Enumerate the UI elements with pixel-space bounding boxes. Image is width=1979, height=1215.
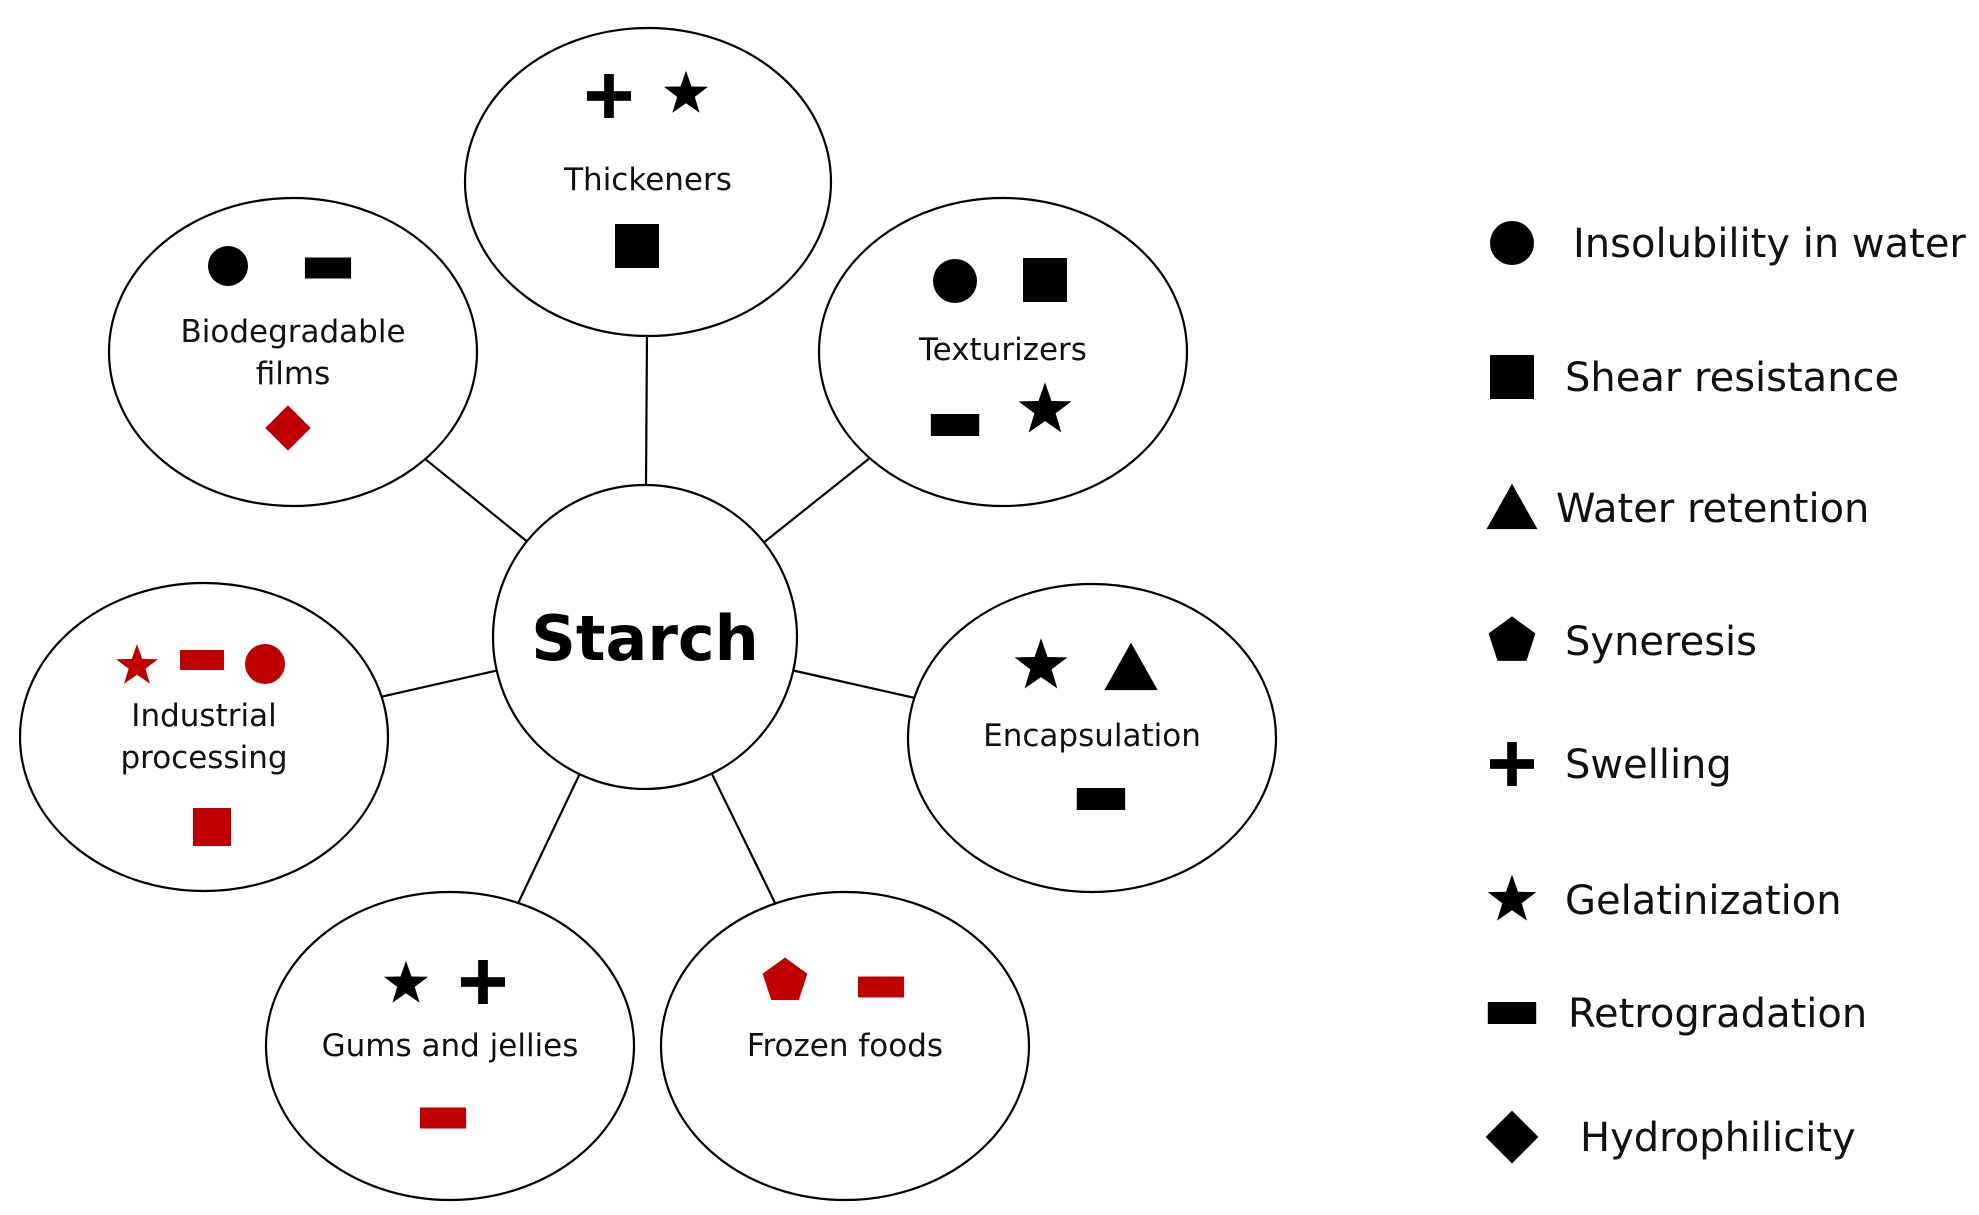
- legend-label: Hydrophilicity: [1580, 1115, 1856, 1161]
- node-bubble: [906, 582, 1278, 894]
- node-industrial-processing: Industrial processing: [18, 581, 390, 893]
- node-bubble: [659, 890, 1031, 1202]
- center-circle: [491, 483, 799, 791]
- connector-lines: [381, 335, 915, 904]
- node-bubble: [264, 890, 636, 1202]
- star-icon: [1018, 382, 1072, 433]
- circle-icon: [208, 246, 248, 286]
- triangle-icon: [1486, 483, 1538, 530]
- plus-icon: [587, 74, 631, 118]
- application-nodes: ThickenersTexturizersEncapsulationFrozen…: [18, 26, 1278, 1202]
- square-icon: [1490, 355, 1534, 399]
- legend-label: Water retention: [1556, 486, 1869, 532]
- circle-icon: [245, 644, 285, 684]
- rectangle-icon: [930, 414, 980, 436]
- node-bubble: [817, 196, 1189, 508]
- legend-label: Retrogradation: [1568, 991, 1867, 1037]
- triangle-icon: [1104, 642, 1158, 691]
- legend-label: Swelling: [1565, 742, 1732, 788]
- legend-item-star: Gelatinization: [1487, 874, 1842, 924]
- star-icon: [1487, 874, 1537, 921]
- circle-icon: [1490, 221, 1534, 265]
- legend-label: Gelatinization: [1565, 878, 1842, 924]
- node-frozen-foods: Frozen foods: [659, 890, 1031, 1202]
- node-gums-and-jellies: Gums and jellies: [264, 890, 636, 1202]
- circle-icon: [933, 259, 977, 303]
- node-label: Thickeners: [563, 162, 732, 198]
- node-label: Encapsulation: [983, 718, 1201, 754]
- connector-line-encapsulation: [793, 669, 915, 699]
- node-bubble: [107, 196, 479, 508]
- legend-item-triangle: Water retention: [1486, 483, 1869, 532]
- legend-label: Insolubility in water: [1573, 221, 1966, 267]
- node-bubble: [463, 26, 833, 338]
- node-texturizers: Texturizers: [817, 196, 1189, 508]
- node-label: Frozen foods: [747, 1028, 943, 1064]
- star-icon: [1014, 638, 1068, 689]
- rectangle-icon: [1076, 788, 1126, 810]
- connector-line-texturizers: [763, 457, 871, 544]
- diamond-icon: [265, 405, 311, 451]
- legend-item-diamond: Hydrophilicity: [1485, 1110, 1856, 1164]
- connector-line-biodegradable-films: [424, 458, 528, 543]
- rectangle-icon: [1487, 1002, 1537, 1024]
- pentagon-icon: [1488, 616, 1536, 661]
- star-icon: [383, 960, 429, 1003]
- diamond-icon: [1485, 1110, 1539, 1164]
- legend-label: Syneresis: [1565, 619, 1757, 665]
- star-icon: [116, 644, 158, 684]
- node-encapsulation: Encapsulation: [906, 582, 1278, 894]
- plus-icon: [1490, 742, 1534, 786]
- pentagon-icon: [762, 957, 808, 1000]
- plus-icon: [461, 960, 505, 1004]
- legend-label: Shear resistance: [1565, 355, 1899, 401]
- node-biodegradable-films: Biodegradable films: [107, 196, 479, 508]
- node-label: processing: [120, 740, 287, 776]
- center-node: Starch: [491, 483, 799, 791]
- square-icon: [1023, 258, 1067, 302]
- legend-item-plus: Swelling: [1490, 742, 1732, 788]
- rectangle-icon: [180, 650, 224, 670]
- node-label: Gums and jellies: [322, 1028, 579, 1064]
- node-label: Industrial: [131, 698, 276, 734]
- center-label: Starch: [531, 602, 759, 675]
- connector-line-gums-and-jellies: [517, 773, 581, 904]
- rectangle-icon: [419, 1107, 467, 1129]
- star-icon: [663, 70, 709, 113]
- node-label: Biodegradable: [180, 314, 405, 350]
- legend-item-rectangle: Retrogradation: [1487, 991, 1867, 1037]
- connector-line-industrial-processing: [381, 669, 498, 698]
- rectangle-icon: [857, 976, 905, 998]
- legend-item-pentagon: Syneresis: [1488, 616, 1757, 665]
- legend-item-square: Shear resistance: [1490, 355, 1899, 401]
- node-label: Texturizers: [918, 332, 1087, 368]
- legend-item-circle: Insolubility in water: [1490, 221, 1966, 267]
- connector-line-thickeners: [644, 335, 649, 486]
- node-thickeners: Thickeners: [463, 26, 833, 338]
- node-label: films: [256, 356, 331, 392]
- square-icon: [193, 808, 231, 846]
- rectangle-icon: [304, 257, 352, 279]
- square-icon: [615, 224, 659, 268]
- connector-line-frozen-foods: [710, 773, 777, 904]
- node-bubble: [18, 581, 390, 893]
